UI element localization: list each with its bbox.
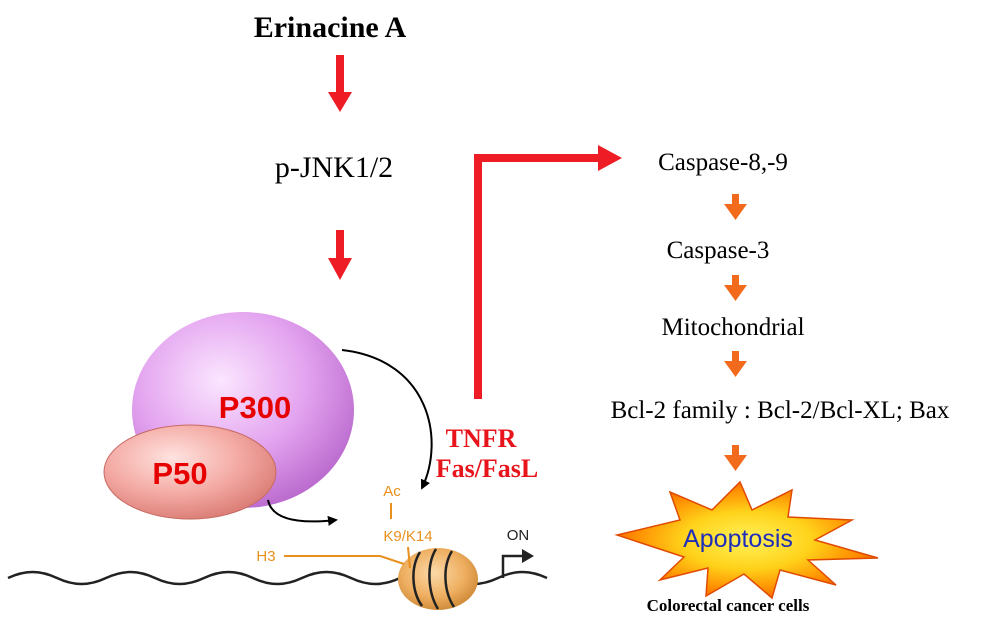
histone-label: H3 bbox=[256, 548, 275, 565]
cascade-step-4: Bcl-2 family : Bcl-2/Bcl-XL; Bax bbox=[611, 397, 950, 424]
cascade-step-1: Caspase-8,-9 bbox=[658, 149, 788, 176]
residues-connector bbox=[407, 546, 411, 569]
curved-arrow-p300 bbox=[341, 349, 433, 490]
orange-arrow-4 bbox=[724, 445, 747, 471]
promoter-label: ON bbox=[507, 527, 530, 544]
receptor-label-fas: Fas/FasL bbox=[436, 454, 539, 483]
apoptosis-starburst bbox=[614, 480, 879, 600]
histone-connector bbox=[284, 555, 405, 565]
arrow-receptor-to-caspase bbox=[474, 145, 622, 399]
p50-label: P50 bbox=[152, 456, 207, 491]
residues-label: K9/K14 bbox=[383, 528, 432, 545]
kinase-label: p-JNK1/2 bbox=[275, 151, 393, 184]
acetyl-label: Ac bbox=[383, 483, 401, 500]
promoter-on-arrow bbox=[501, 549, 534, 578]
apoptosis-label: Apoptosis bbox=[683, 525, 793, 553]
orange-arrow-3 bbox=[724, 351, 747, 377]
receptor-label-tnfr: TNFR bbox=[446, 424, 517, 453]
arrow-jnk-down bbox=[328, 230, 352, 280]
nucleosome bbox=[398, 548, 478, 610]
cell-type-label: Colorectal cancer cells bbox=[647, 596, 810, 615]
orange-arrow-1 bbox=[724, 194, 747, 220]
p50-protein bbox=[103, 424, 277, 520]
p300-label: P300 bbox=[219, 390, 291, 425]
drug-label: Erinacine A bbox=[254, 11, 407, 44]
cascade-step-3: Mitochondrial bbox=[661, 314, 804, 341]
cascade-step-2: Caspase-3 bbox=[667, 237, 770, 264]
orange-arrow-2 bbox=[724, 275, 747, 301]
arrow-drug-to-jnk bbox=[328, 55, 352, 112]
curved-arrow-p50 bbox=[267, 499, 338, 526]
